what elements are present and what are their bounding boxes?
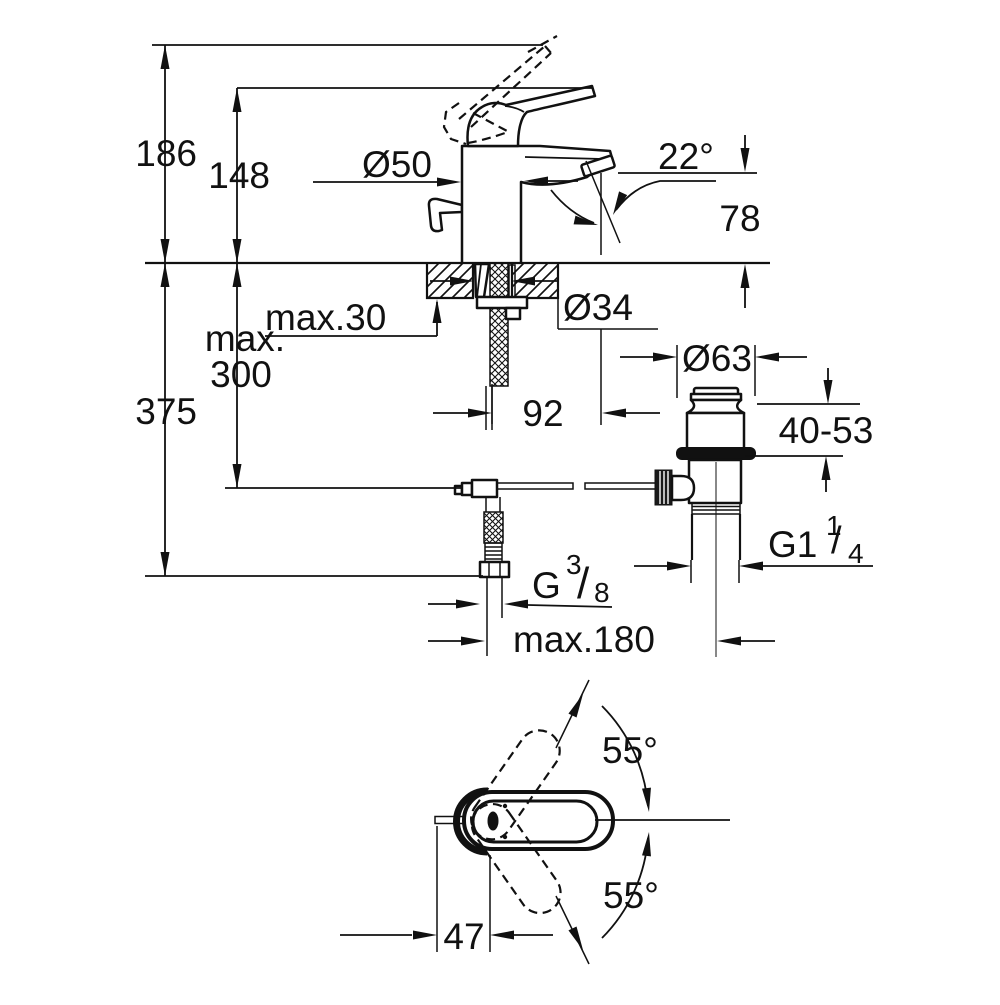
handle-swivel-upper-outline [469, 729, 561, 841]
dim-hose-drop-max: max. 300 [205, 263, 285, 488]
top-view-stub [434, 815, 467, 825]
handle-top-inner [471, 799, 599, 844]
dimensions-side-view: 186 148 375 max. 300 max.30 [135, 44, 770, 577]
waste-seal-flange [676, 447, 756, 460]
handle-logo-mark [487, 811, 499, 831]
faucet-side-view [427, 35, 616, 262]
waste-neck [685, 398, 746, 415]
label-g38: G [532, 565, 561, 606]
label-max: max. [205, 318, 285, 359]
mounting-flange [475, 295, 529, 310]
popup-rod-right [584, 482, 657, 490]
dim-swivel-upper: 55° [555, 679, 658, 812]
dim-body-diameter: Ø50 [313, 144, 578, 187]
label-22deg: 22° [658, 136, 714, 177]
waste-lower-body [687, 458, 743, 505]
label-47: 47 [443, 916, 484, 957]
linkage-body [470, 478, 499, 499]
label-g1-num: 1 [826, 510, 842, 541]
dim-spout-reach: 92 [433, 384, 660, 434]
handle-raised-dashed [442, 45, 552, 146]
dim-swivel-lower: 55° [555, 832, 659, 965]
dim-hole-diameter: Ø34 [430, 276, 658, 425]
label-max180: max.180 [513, 619, 655, 660]
dim-deck-thickness: max.30 [265, 297, 442, 338]
dim-flange-diameter: Ø63 [620, 338, 807, 398]
label-max30: max.30 [265, 297, 386, 338]
hose-nut [478, 560, 511, 579]
dim-height-to-lever: 148 [208, 88, 270, 263]
deck-section [425, 262, 560, 387]
hose-braid [483, 511, 504, 544]
dim-spout-height: 78 [719, 135, 761, 308]
handle-dot-upper [502, 803, 508, 809]
mounting-nut-step [504, 306, 522, 321]
label-55-lower: 55° [603, 875, 659, 916]
label-g1-slash: / [831, 520, 842, 562]
rod-knurled-knob [654, 469, 673, 506]
label-g1: G1 [768, 524, 817, 565]
waste-upper-body [685, 411, 746, 451]
raised-lever-tip-dash [527, 35, 558, 53]
label-d63: Ø63 [682, 338, 752, 379]
dim-handle-width: 47 [340, 826, 553, 957]
dim-overall-height: 186 [135, 45, 197, 263]
popup-rod-left [496, 482, 574, 490]
label-92: 92 [522, 393, 563, 434]
dim-height-adjust: 40-53 [745, 368, 873, 492]
label-375: 375 [135, 391, 197, 432]
hose-ribbed-connector [484, 542, 503, 563]
faucet-top-view: 55° 55° 47 [340, 679, 730, 965]
dim-depth-below-deck: 375 [135, 263, 197, 576]
label-g1-den: 4 [848, 538, 864, 569]
dim-spout-angle: 22° [550, 136, 757, 255]
label-55-upper: 55° [602, 730, 658, 771]
dim-waste-thread: G1 1 / 4 [634, 510, 873, 583]
rod-socket [670, 474, 696, 502]
label-g38-den: 8 [594, 577, 610, 608]
wedge-line [476, 263, 482, 298]
dim-rod-reach: max.180 [428, 619, 775, 660]
dimensions-waste-valve: Ø63 40-53 G1 1 / 4 ma [428, 338, 873, 660]
label-148: 148 [208, 155, 270, 196]
deck-left-block [425, 263, 475, 300]
threaded-shank [489, 262, 509, 387]
label-g38-slash: / [577, 559, 590, 608]
handle-swivel-lower-outline [470, 802, 562, 915]
faucet-body [460, 144, 614, 262]
shank-crosshatch [489, 262, 509, 387]
linkage-clamp [460, 481, 474, 497]
label-4053: 40-53 [779, 410, 874, 451]
label-d34: Ø34 [563, 287, 633, 328]
deck-right-block [510, 263, 560, 300]
supply-hose-and-linkage [453, 386, 657, 656]
handle-knuckle-line [504, 105, 525, 113]
handle-base-ring [453, 787, 488, 856]
label-186: 186 [135, 133, 197, 174]
label-g38-num: 3 [566, 549, 582, 580]
label-300: 300 [210, 354, 272, 395]
popup-waste-valve [654, 386, 756, 657]
pull-rod-hook [427, 197, 464, 233]
label-d50: Ø50 [362, 144, 432, 185]
handle-lever [466, 84, 597, 148]
spout-ridge-line [524, 156, 604, 160]
dim-supply-thread: G 3 / 8 [428, 549, 613, 609]
label-78: 78 [719, 198, 760, 239]
